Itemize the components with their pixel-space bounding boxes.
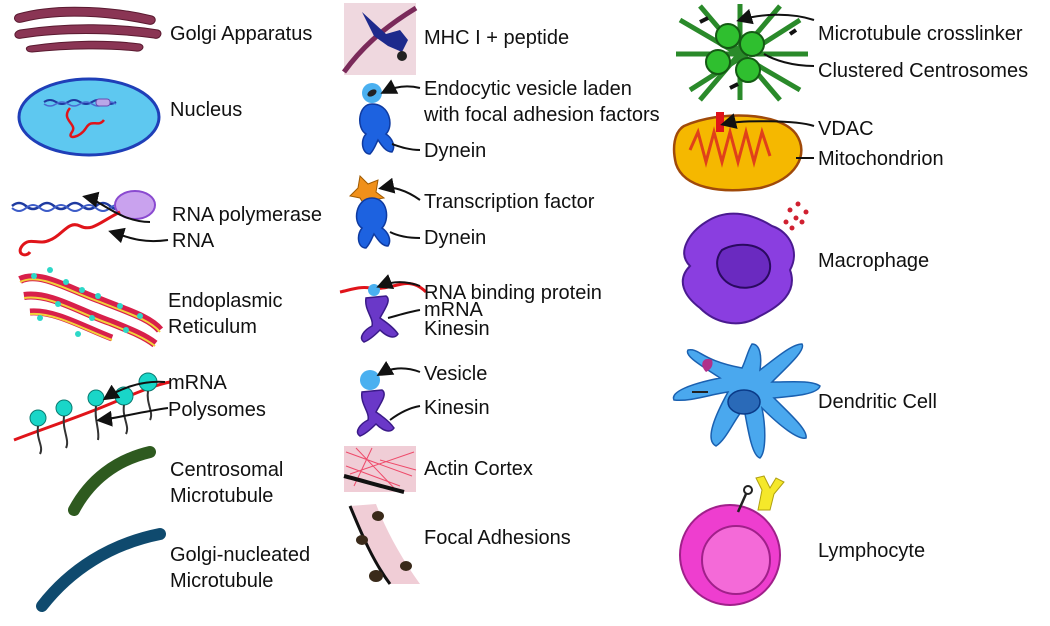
label-dynein-2: Dynein xyxy=(424,227,487,249)
golgi-icon xyxy=(14,6,162,53)
endocytic-vesicle-icon xyxy=(359,79,421,155)
er-icon xyxy=(18,267,164,348)
nucleus-icon xyxy=(17,77,161,157)
label-mhc: MHC I + peptide xyxy=(424,27,570,49)
label-clustered-centrosomes: Clustered Centrosomes xyxy=(818,60,1029,82)
label-centrosomal-mt-line1: Centrosomal xyxy=(170,459,284,481)
label-kinesin-1: Kinesin xyxy=(424,318,490,340)
label-mitochondrion: Mitochondrion xyxy=(818,148,944,170)
label-dynein-1: Dynein xyxy=(424,140,487,162)
focal-adhesion-icon xyxy=(348,504,420,585)
label-dendritic-cell: Dendritic Cell xyxy=(818,391,937,413)
label-vesicle: Vesicle xyxy=(424,363,488,385)
centrosome-cluster-icon xyxy=(676,4,815,102)
dendritic-cell-icon xyxy=(672,343,821,459)
label-er-line1: Endoplasmic xyxy=(168,290,283,312)
label-actin-cortex: Actin Cortex xyxy=(424,458,533,480)
golgi-microtubule-icon xyxy=(36,528,166,612)
transcription-factor-icon xyxy=(348,174,421,249)
label-focal-adhesions: Focal Adhesions xyxy=(424,527,571,549)
rna-binding-kinesin-icon xyxy=(339,274,428,343)
label-lymphocyte: Lymphocyte xyxy=(818,540,926,562)
centrosomal-microtubule-icon xyxy=(68,446,156,516)
label-mrna-polysome: mRNA xyxy=(168,372,227,394)
actin-cortex-icon xyxy=(343,446,417,494)
label-polysomes: Polysomes xyxy=(168,399,266,421)
lymphocyte-icon xyxy=(679,475,785,606)
label-er-line2: Reticulum xyxy=(168,316,257,338)
label-transcription-factor: Transcription factor xyxy=(424,191,595,213)
label-endocytic-line2: with focal adhesion factors xyxy=(424,104,660,126)
mhc-icon xyxy=(341,3,418,75)
label-rna-polymerase: RNA polymerase xyxy=(172,204,323,226)
label-nucleus: Nucleus xyxy=(170,99,243,121)
label-golgi-apparatus: Golgi Apparatus xyxy=(170,23,313,45)
label-golgi-mt-line1: Golgi-nucleated xyxy=(170,544,311,566)
rna-polymerase-icon xyxy=(11,190,169,257)
label-rna: RNA xyxy=(172,230,215,252)
label-centrosomal-mt-line2: Microtubule xyxy=(170,485,274,507)
mitochondrion-icon xyxy=(672,112,815,192)
label-macrophage: Macrophage xyxy=(818,250,930,272)
macrophage-icon xyxy=(681,201,809,325)
label-vdac: VDAC xyxy=(818,118,874,140)
label-kinesin-2: Kinesin xyxy=(424,397,490,419)
polysome-icon xyxy=(13,372,171,455)
label-golgi-mt-line2: Microtubule xyxy=(170,570,274,592)
label-mt-crosslinker: Microtubule crosslinker xyxy=(818,23,1023,45)
label-rna-binding-protein: RNA binding protein xyxy=(424,282,602,304)
label-endocytic-line1: Endocytic vesicle laden xyxy=(424,78,632,100)
label-mrna-kinesin: mRNA xyxy=(424,299,483,321)
vesicle-kinesin-icon xyxy=(356,360,421,437)
